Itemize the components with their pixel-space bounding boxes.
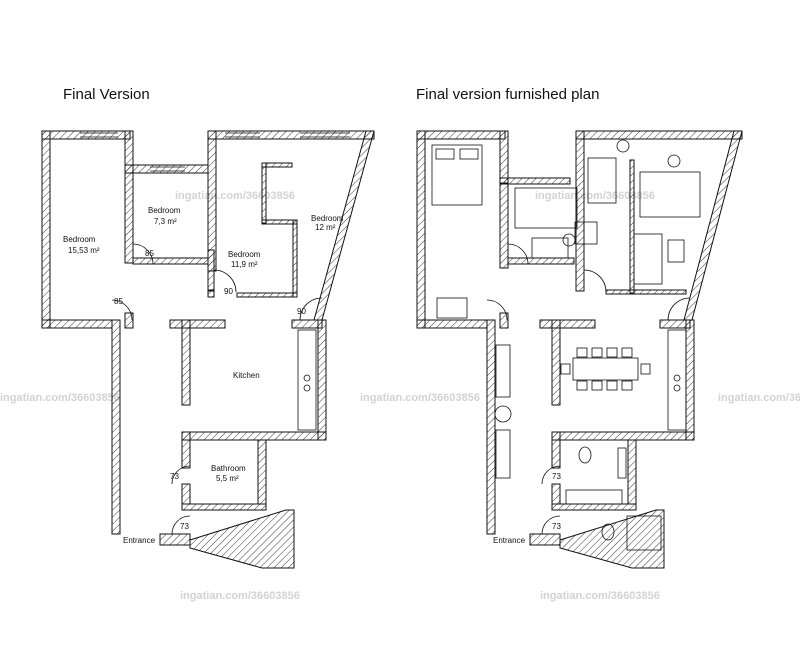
shower [626,515,662,551]
door-swings [111,243,323,535]
bed [431,144,483,206]
left-plan-title: Final Version [63,86,150,103]
svg-text:73: 73 [170,472,179,481]
bathtub [565,489,623,505]
bed [633,233,663,285]
svg-text:73: 73 [180,522,189,531]
walls [41,130,375,569]
bed [587,157,617,204]
entrance-label: Entrance [123,536,156,545]
svg-text:73: 73 [552,522,561,531]
bed [639,171,701,218]
room-name: Bathroom [211,464,246,473]
lamp-icon [667,154,681,168]
lamp-icon [562,233,576,247]
room-name: Bedroom [148,206,181,215]
furniture [431,139,701,551]
labels: 73 73 Entrance [493,472,561,545]
left-floor-plan: Bedroom 15,53 m² Bedroom 7,3 m² Bedroom … [41,130,375,569]
right-floor-plan: 73 73 Entrance [416,130,743,569]
watermark-text: ingatian.com/36603856 [540,590,660,602]
walls [416,130,743,569]
room-area: 7,3 m² [154,217,177,226]
door-swings [486,243,691,535]
room-area: 15,53 m² [68,246,100,255]
watermark-text: ingatian.com/36603856 [360,392,480,404]
entrance-label: Entrance [493,536,526,545]
watermark-text: ingatian.com/36603856 [535,190,655,202]
bed [514,187,578,229]
room-name: Kitchen [233,371,260,380]
room-area: 5,5 m² [216,474,239,483]
watermark-text: ingatian.com/36603856 [0,392,120,404]
lamp-icon [616,139,630,153]
svg-text:85: 85 [114,297,123,306]
toilet-icon [601,523,615,541]
watermarks: ingatian.com/36603856 ingatian.com/36603… [0,190,800,602]
room-name: Bedroom [311,214,344,223]
watermark-text: ingatian.com/36603856 [718,392,800,404]
room-name: Bedroom [63,235,96,244]
svg-text:73: 73 [552,472,561,481]
room-labels: Bedroom 15,53 m² Bedroom 7,3 m² Bedroom … [63,206,344,545]
room-area: 11,9 m² [231,260,258,269]
dining-table [572,357,639,381]
watermark-text: ingatian.com/36603856 [180,590,300,602]
room-name: Bedroom [228,250,261,259]
door-dimensions: 85 85 90 90 73 73 [114,249,306,531]
toilet-icon [578,446,592,464]
kitchen-counter [297,329,317,431]
svg-text:85: 85 [145,249,154,258]
room-area: 12 m² [315,223,336,232]
watermark-text: ingatian.com/36603856 [175,190,295,202]
windows [80,132,350,172]
right-plan-title: Final version furnished plan [416,86,600,103]
svg-text:90: 90 [297,307,306,316]
svg-text:90: 90 [224,287,233,296]
